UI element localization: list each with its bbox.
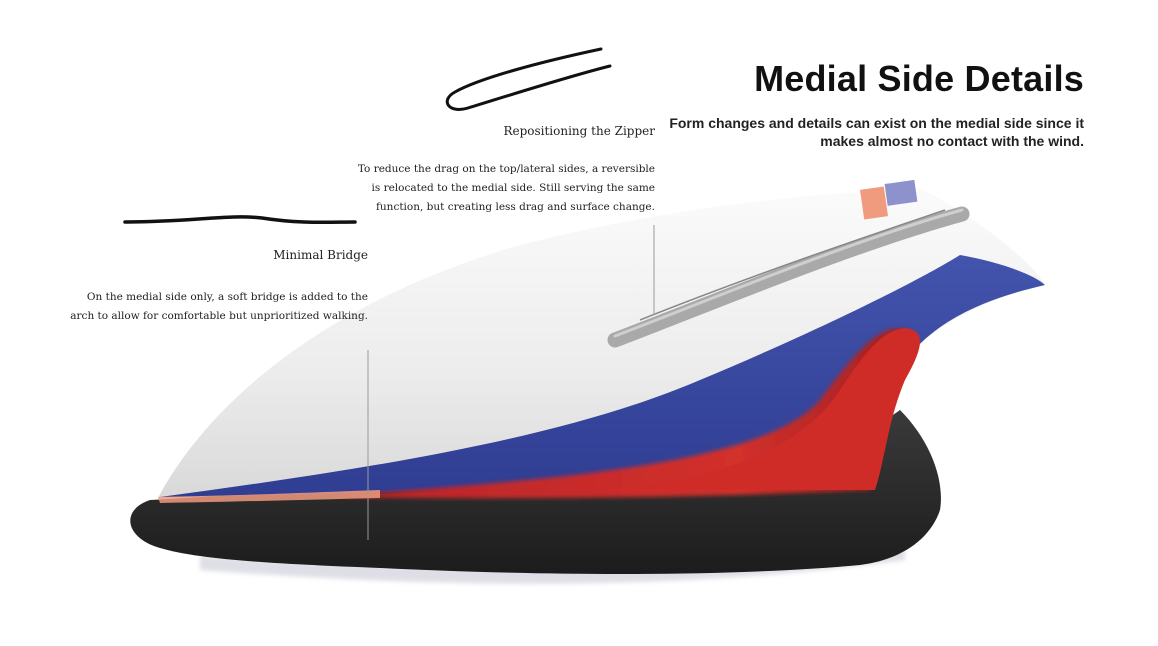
page-title: Medial Side Details (754, 58, 1084, 99)
sole-shadow (200, 540, 905, 584)
page-subtitle: Form changes and details can exist on th… (669, 115, 1084, 149)
zipper-track (607, 206, 970, 348)
salmon-toe-accent (158, 490, 380, 503)
zipper-description: To reduce the drag on the top/lateral si… (357, 163, 655, 213)
bridge-profile-sketch (123, 215, 357, 225)
salmon-heel-accent (860, 186, 888, 220)
zipper-tape-line (639, 209, 946, 321)
zipper-profile-sketch (445, 47, 612, 111)
bridge-description: On the medial side only, a soft bridge i… (70, 291, 368, 322)
zipper-heading: Repositioning the Zipper (503, 124, 655, 138)
zipper-highlight (613, 208, 964, 338)
lavender-heel-accent (884, 179, 918, 206)
bridge-heading: Minimal Bridge (273, 248, 368, 262)
red-wedge (600, 328, 920, 490)
